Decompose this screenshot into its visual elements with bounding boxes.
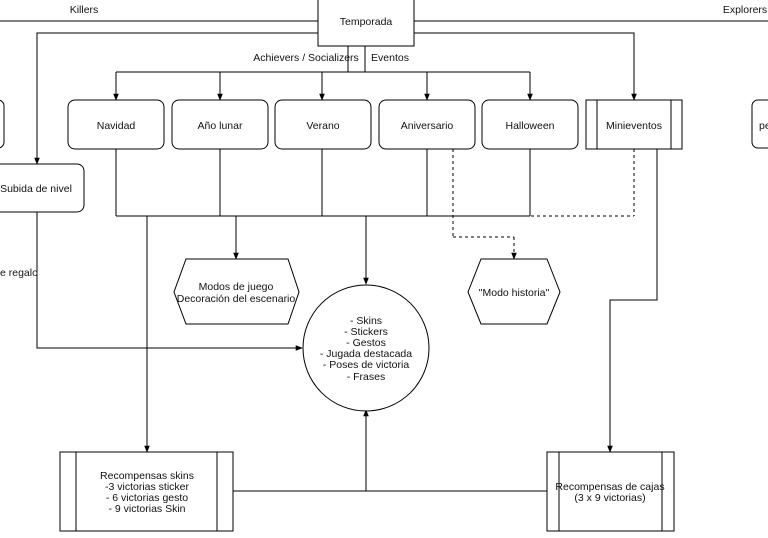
skins-box-line: -3 victorias sticker [105, 481, 190, 493]
node-subida-nivel [0, 163, 85, 213]
reward-item: - Frases [347, 371, 386, 383]
skins-box-line: - 6 victorias gesto [106, 492, 188, 504]
node-temporada [317, 0, 415, 47]
label-minieventos: Minieventos [606, 120, 662, 132]
node-halloween [481, 99, 579, 150]
node-navidad [67, 99, 165, 150]
reward-item: - Skins [350, 315, 382, 327]
label-eventos: Eventos [371, 52, 409, 64]
label-aniversario: Aniversario [401, 120, 454, 132]
node-minieventos [585, 99, 683, 150]
node-recompensas-skins [59, 451, 234, 532]
label-subida-nivel: Subida de nivel [0, 183, 72, 195]
cajas-box-line: (3 x 9 victorias) [574, 492, 645, 504]
edge-minieventos-cajas [607, 149, 658, 453]
node-recompensas-cajas [546, 451, 675, 532]
label-modos-line2: Decoración del escenario [177, 293, 296, 305]
node-left-clipped [0, 99, 5, 149]
label-navidad: Navidad [97, 120, 136, 132]
label-explorers: Explorers [723, 4, 767, 16]
node-rewards-circle [302, 284, 430, 412]
node-modo-historia [467, 258, 561, 325]
label-modo-historia: "Modo historia" [479, 287, 550, 299]
label-killers: Killers [70, 4, 99, 16]
label-regalo-fragment: e regalo [0, 267, 38, 279]
reward-item: - Gestos [346, 337, 386, 349]
reward-item: - Stickers [344, 326, 388, 338]
node-ano-lunar [171, 99, 269, 150]
reward-item: - Poses de victoria [323, 359, 410, 371]
skins-box-line: Recompensas skins [100, 470, 194, 482]
edge-subida-rewards [36, 212, 303, 351]
label-verano: Verano [306, 120, 339, 132]
label-achievers: Achievers / Socializers [253, 52, 359, 64]
reward-item: - Jugada destacada [320, 348, 412, 360]
node-verano [274, 99, 372, 150]
edge-temporada-subida [34, 32, 318, 165]
cajas-box-line: Recompensas de cajas [555, 481, 664, 493]
skins-box-line: - 9 victorias Skin [108, 503, 185, 515]
node-modos-juego [173, 258, 300, 325]
label-temporada: Temporada [340, 16, 393, 28]
label-right-fragment: pe [759, 120, 768, 132]
label-halloween: Halloween [505, 120, 554, 132]
label-modos-line1: Modos de juego [199, 281, 274, 293]
edge-temporada-minieventos [414, 32, 637, 101]
label-ano-lunar: Año lunar [198, 120, 243, 132]
node-aniversario [378, 99, 476, 150]
node-right-clipped [751, 99, 768, 149]
